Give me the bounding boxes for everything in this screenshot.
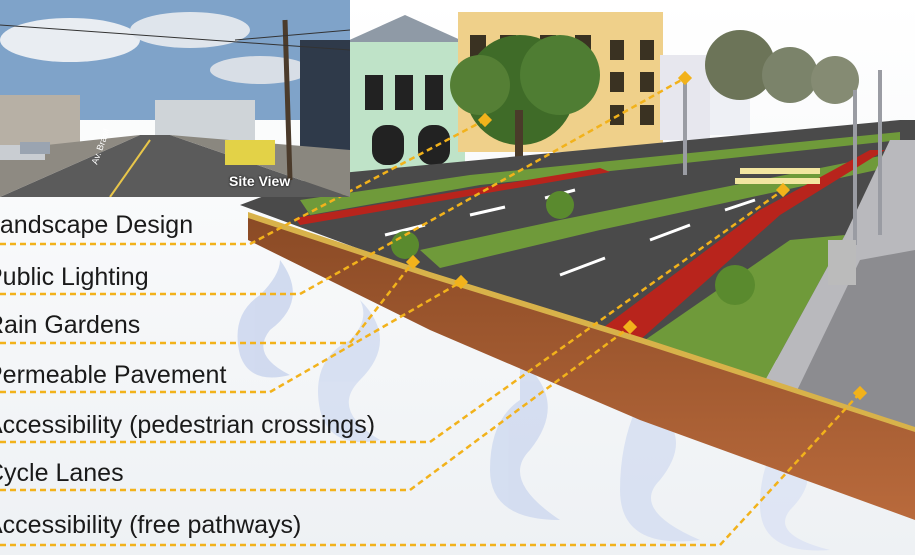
light-poles xyxy=(683,70,882,245)
label-public-lighting: Public Lighting xyxy=(0,263,149,291)
site-view-label: Site View xyxy=(229,173,291,189)
site-view-photo: Av. Brasil xyxy=(0,0,350,197)
leader-lines xyxy=(0,76,861,547)
pole-base xyxy=(828,240,856,285)
trees xyxy=(450,30,859,170)
label-landscape-design: Landscape Design xyxy=(0,211,194,239)
label-accessibility-pedestrian-crossings: Accessibility (pedestrian crossings) xyxy=(0,411,376,439)
label-accessibility-free-pathways: Accessibility (free pathways) xyxy=(0,511,302,539)
soil-section xyxy=(248,215,915,520)
label-permeable-pavement: Permeable Pavement xyxy=(0,361,227,389)
label-cycle-lanes: Cycle Lanes xyxy=(0,459,124,487)
road-deck xyxy=(240,120,915,470)
label-rain-gardens: Rain Gardens xyxy=(0,311,141,339)
leader-endpoints xyxy=(405,70,868,401)
groundwater-plumes xyxy=(237,260,830,551)
